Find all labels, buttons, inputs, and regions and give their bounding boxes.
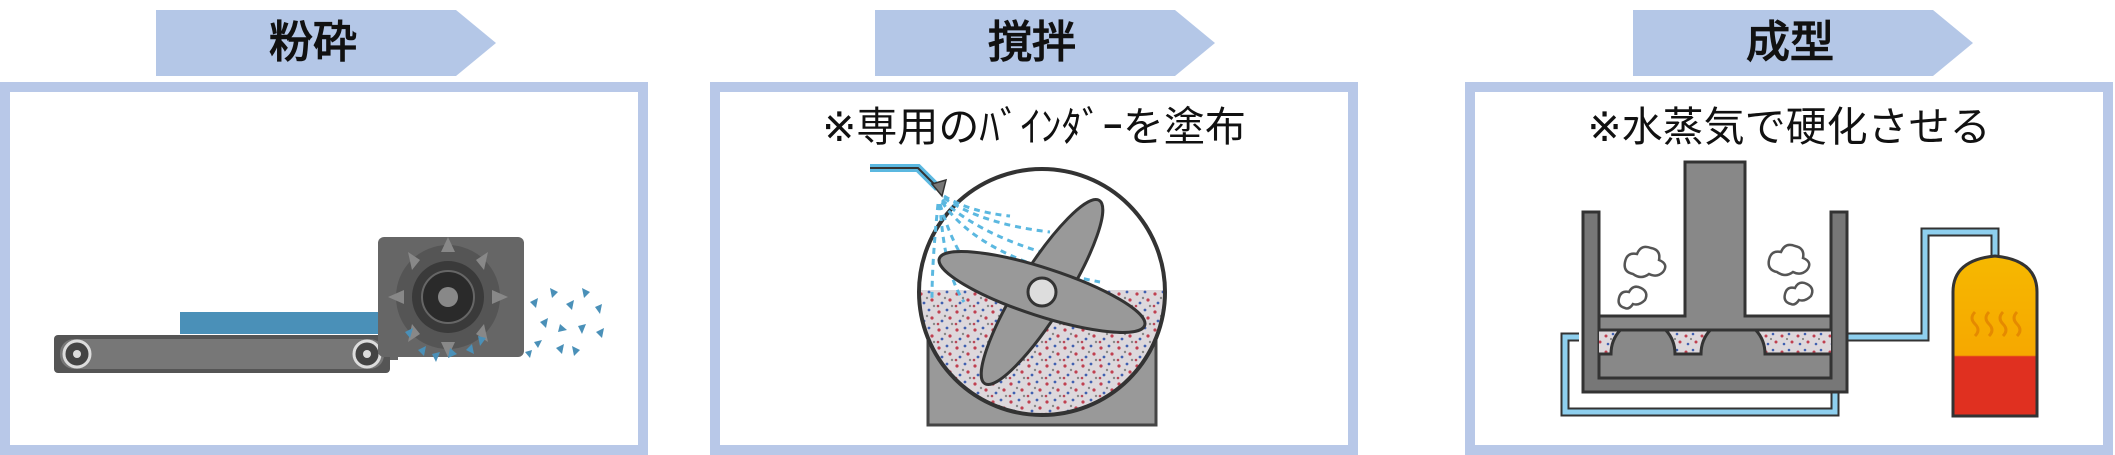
crushed-fragments [405, 288, 604, 362]
step-frame: ※専用のﾊﾞｲﾝﾀﾞｰを塗布 [710, 82, 1358, 455]
step-note: ※専用のﾊﾞｲﾝﾀﾞｰを塗布 [822, 103, 1246, 151]
steam-cloud-icon [1617, 243, 1814, 310]
conveyor-icon [54, 312, 392, 373]
step-title: 粉砕 [269, 17, 357, 68]
tab-arrow-shape [156, 10, 496, 76]
step-frame: ※水蒸気で硬化させる [1465, 82, 2113, 455]
step-note: ※水蒸気で硬化させる [1587, 103, 1991, 151]
material-layer [180, 312, 392, 334]
spray-nozzle-icon [870, 164, 948, 198]
crusher-icon [378, 237, 524, 360]
tab-arrow-shape [1633, 10, 1973, 76]
step-panel-crush: 粉砕 [0, 0, 648, 455]
press-mold-icon [1581, 160, 1849, 394]
step-tab-mold: 成型 [1633, 10, 1973, 76]
step-panel-mix: 撹拌 ※専用のﾊﾞｲﾝﾀﾞｰを塗布 [710, 0, 1358, 455]
step-title: 撹拌 [988, 17, 1076, 68]
step-title: 成型 [1746, 17, 1834, 68]
step-tab-crush: 粉砕 [156, 10, 496, 76]
mixer-diagram [870, 164, 1167, 427]
step-frame [0, 82, 648, 455]
tab-arrow-shape [875, 10, 1215, 76]
fan-icon [937, 198, 1147, 386]
crusher-diagram [54, 237, 604, 373]
boiler-icon [1951, 254, 2039, 418]
molding-diagram [1560, 160, 2039, 418]
step-tab-mix: 撹拌 [875, 10, 1215, 76]
step-panel-mold: 成型 ※水蒸気で硬化させる [1465, 0, 2113, 455]
